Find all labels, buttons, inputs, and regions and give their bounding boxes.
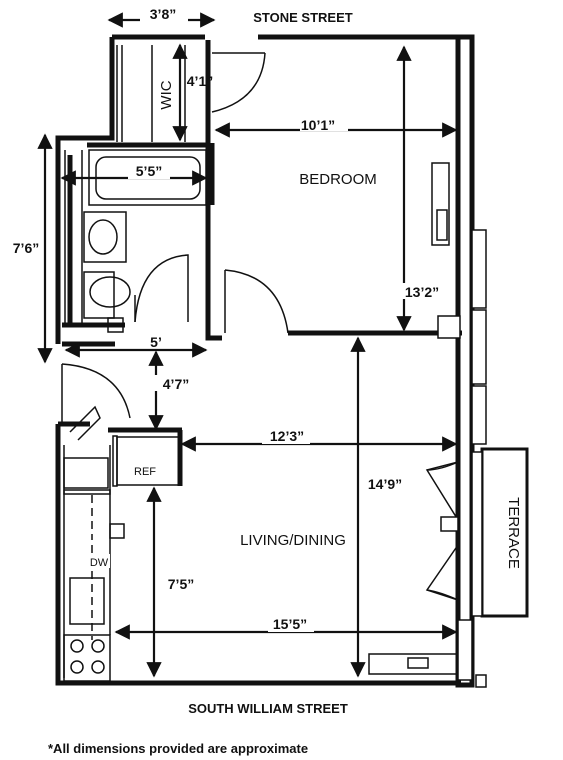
- refrigerator: [112, 435, 180, 487]
- interior-walls: [58, 40, 462, 486]
- bedroom-label: BEDROOM: [299, 171, 377, 188]
- dim-living-depth: 14’9”: [368, 476, 402, 492]
- north-street-label: STONE STREET: [253, 10, 353, 25]
- dim-hall-width: 5’: [150, 334, 162, 350]
- dim-bath-depth: 7’6”: [13, 240, 39, 256]
- dim-hall-depth: 4’7”: [163, 376, 189, 392]
- stove: [63, 634, 111, 682]
- dim-wic-depth: 4’1”: [187, 73, 213, 89]
- exterior-walls: [55, 34, 475, 688]
- dim-kitchen-depth: 7’5”: [168, 576, 194, 592]
- dim-bedroom-width: 10’1”: [301, 117, 335, 133]
- bedroom-closet: [431, 162, 450, 246]
- south-street-label: SOUTH WILLIAM STREET: [188, 701, 348, 716]
- sink: [83, 211, 127, 263]
- terrace-label: TERRACE: [505, 497, 522, 569]
- terrace-doors: [425, 461, 459, 601]
- windows: [437, 229, 487, 688]
- toilet: [83, 271, 131, 333]
- dishwasher-label: DW: [90, 557, 109, 569]
- doors: [61, 52, 289, 441]
- dim-bath-width: 5’5”: [136, 163, 162, 179]
- footnote: *All dimensions provided are approximate: [48, 741, 308, 756]
- dimension-lines: [37, 12, 458, 678]
- terrace: [471, 447, 529, 618]
- dim-living-width-upper: 12’3”: [270, 428, 304, 444]
- radiator: [368, 653, 458, 675]
- refrigerator-label: REF: [134, 466, 156, 478]
- dim-wic-width: 3’8”: [150, 6, 176, 22]
- dim-living-width-lower: 15’5”: [273, 616, 307, 632]
- living-dining-label: LIVING/DINING: [240, 532, 346, 549]
- wic-label: WIC: [158, 80, 175, 109]
- dim-bedroom-depth: 13’2”: [405, 284, 439, 300]
